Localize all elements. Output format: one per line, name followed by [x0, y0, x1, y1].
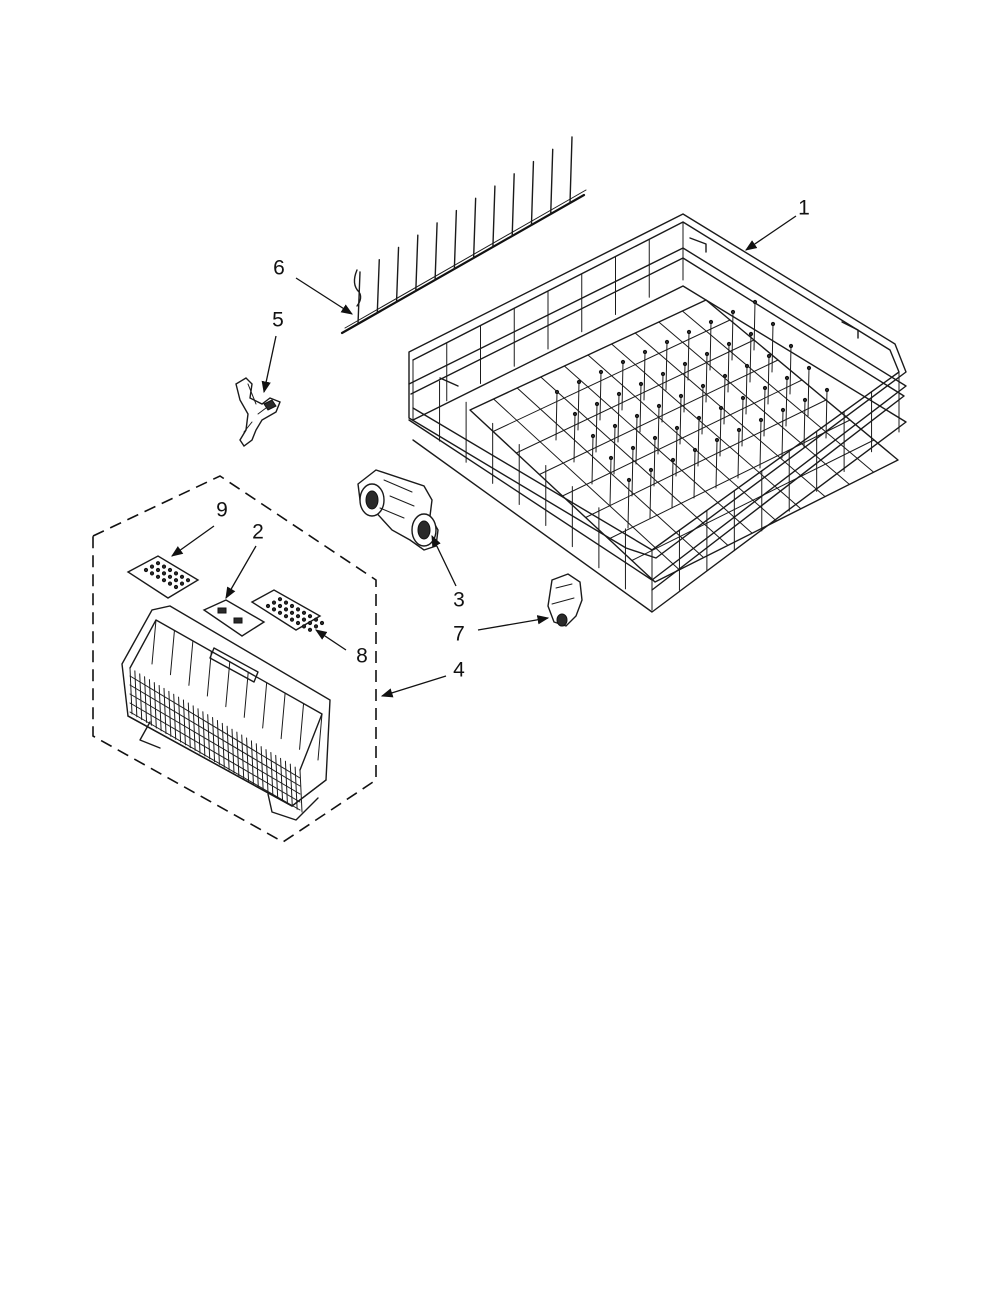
callout-2: 2 — [252, 521, 264, 544]
lower-rack-part — [408, 213, 907, 613]
callout-4: 4 — [453, 659, 465, 682]
callout-9: 9 — [216, 499, 228, 522]
stop-clip-part — [547, 573, 583, 627]
rack-clip-part — [235, 377, 281, 448]
basket-cover-large-part — [250, 589, 325, 632]
callout-8: 8 — [356, 645, 368, 668]
callout-7: 7 — [453, 623, 465, 646]
callout-6: 6 — [273, 257, 285, 280]
basket-lid-part — [202, 599, 266, 637]
leader-lines — [171, 215, 797, 698]
basket-kit-outline — [92, 475, 377, 843]
silverware-basket-body — [121, 605, 331, 821]
callout-1: 1 — [798, 197, 810, 220]
callout-5: 5 — [272, 309, 284, 332]
tine-row-part — [340, 136, 587, 335]
basket-cover-part — [126, 555, 200, 599]
callout-3: 3 — [453, 589, 465, 612]
wheel-assembly-part — [357, 469, 439, 551]
